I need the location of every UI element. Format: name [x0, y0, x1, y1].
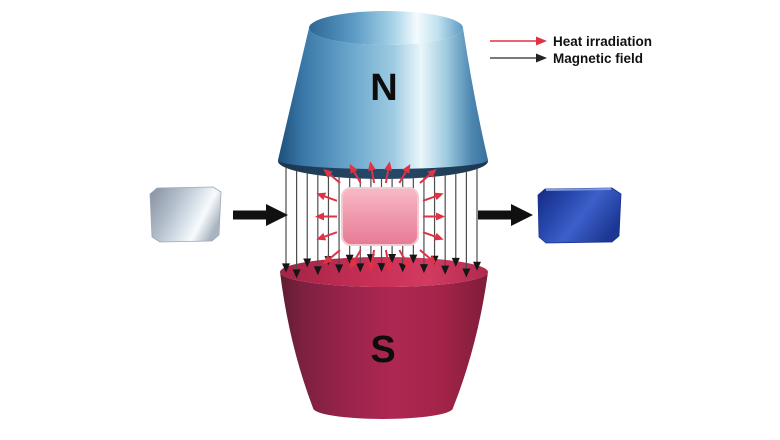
legend-field-label: Magnetic field	[553, 51, 643, 66]
south-magnet-top-face	[280, 257, 488, 287]
north-magnet-top-face	[309, 11, 463, 45]
initial-sample	[149, 186, 222, 243]
south-magnet: S	[280, 257, 488, 419]
north-pole-label: N	[370, 67, 397, 109]
sample-during	[341, 187, 419, 246]
south-magnet-body	[280, 272, 488, 419]
north-magnet: N	[278, 11, 488, 179]
sample-before	[149, 186, 222, 243]
heat-arrows	[315, 161, 445, 272]
north-magnet-body	[278, 28, 488, 169]
legend-heat-arrow-icon	[490, 36, 547, 46]
legend: Heat irradiation Magnetic field	[490, 34, 652, 66]
legend-field-arrow-icon	[490, 53, 547, 63]
heated-sample	[341, 187, 419, 246]
process-arrow-right	[478, 204, 533, 226]
legend-heat-label: Heat irradiation	[553, 34, 652, 49]
magnetized-sample	[537, 187, 622, 244]
magnetized-sample-bevel	[545, 188, 612, 191]
process-arrow-left	[233, 204, 288, 226]
sample-after	[537, 187, 622, 244]
south-pole-label: S	[370, 329, 395, 371]
